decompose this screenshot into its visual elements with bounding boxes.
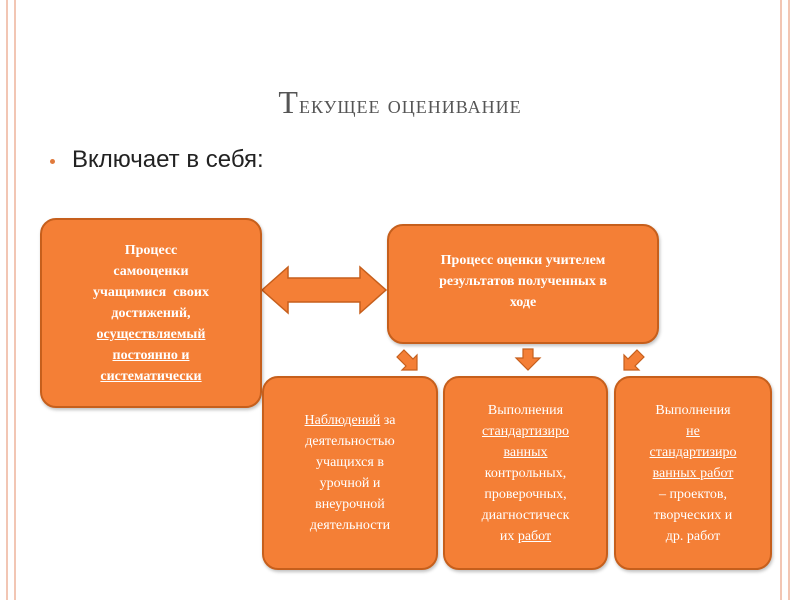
arrow-down-right-icon	[623, 349, 645, 371]
text-span: Наблюдений	[304, 413, 381, 428]
frame-line-right-outer	[788, 0, 790, 600]
frame-line-left-outer	[6, 0, 8, 600]
text-line: Выполнения	[487, 402, 564, 418]
arrow-down-center-icon	[514, 348, 542, 371]
standardized-works-box: Выполнения стандартизиро ванных контроль…	[443, 376, 608, 570]
text-line: – проектов,	[658, 486, 728, 502]
observations-box: Наблюдений за деятельностью учащихся в у…	[262, 376, 438, 570]
text-line: Процесс оценки учителем	[440, 253, 606, 268]
text-line: самооценки	[113, 263, 189, 279]
text-line: ванных работ	[652, 465, 734, 481]
text-line: стандартизиро	[649, 444, 737, 460]
bullet-text: Включает в себя:	[72, 146, 264, 173]
non-standardized-works-box: Выполнения не стандартизиро ванных работ…	[614, 376, 772, 570]
text-line: Выполнения	[655, 402, 731, 418]
text-line: диагностическ	[481, 507, 570, 523]
text-line: результатов полученных в	[439, 274, 607, 289]
text-line: Наблюдений за	[305, 410, 396, 431]
text-line: не	[686, 423, 700, 439]
text-line: Процесс	[124, 242, 178, 258]
text-line: внеурочной	[315, 497, 385, 512]
standardized-works-text: Выполнения стандартизиро ванных контроль…	[482, 400, 570, 547]
text-line: учащихся в	[316, 455, 384, 470]
slide-title: Текущее оценивание	[0, 84, 800, 121]
text-line: осуществляемый	[96, 326, 206, 342]
text-span: за	[380, 413, 396, 428]
text-line: ходе	[509, 295, 537, 310]
frame-line-right-inner	[780, 0, 782, 600]
text-line: учащимися своих	[93, 284, 209, 300]
text-line: систематически	[100, 368, 202, 384]
arrow-down-left-icon	[396, 349, 418, 371]
bullet-dot-icon	[50, 159, 55, 164]
text-span: работ	[517, 528, 552, 544]
title-first-letter: Т	[278, 84, 299, 120]
self-assessment-box: Процесс самооценки учащимися своих дости…	[40, 218, 262, 408]
text-line: урочной и	[319, 476, 381, 491]
text-line: творческих и	[653, 507, 733, 523]
text-line: ванных	[503, 444, 548, 460]
text-line: проверочных,	[484, 486, 567, 502]
self-assessment-text: Процесс самооценки учащимися своих дости…	[93, 240, 209, 387]
observations-text: Наблюдений за деятельностью учащихся в у…	[305, 410, 396, 536]
title-rest: екущее оценивание	[298, 92, 522, 119]
text-line: деятельности	[309, 518, 391, 533]
frame-line-left-inner	[14, 0, 16, 600]
text-line: стандартизиро	[481, 423, 569, 439]
text-line: их работ	[482, 526, 570, 547]
double-arrow-icon	[260, 265, 388, 315]
text-span: их	[499, 528, 518, 544]
text-line: достижений,	[111, 305, 191, 321]
text-line: деятельностью	[305, 434, 395, 449]
text-line: др. работ	[665, 528, 721, 544]
teacher-assessment-box: Процесс оценки учителем результатов полу…	[387, 224, 659, 344]
text-line: контрольных,	[484, 465, 567, 481]
non-standardized-works-text: Выполнения не стандартизиро ванных работ…	[650, 400, 737, 547]
teacher-assessment-text: Процесс оценки учителем результатов полу…	[439, 250, 607, 313]
text-line: постоянно и	[112, 347, 190, 363]
